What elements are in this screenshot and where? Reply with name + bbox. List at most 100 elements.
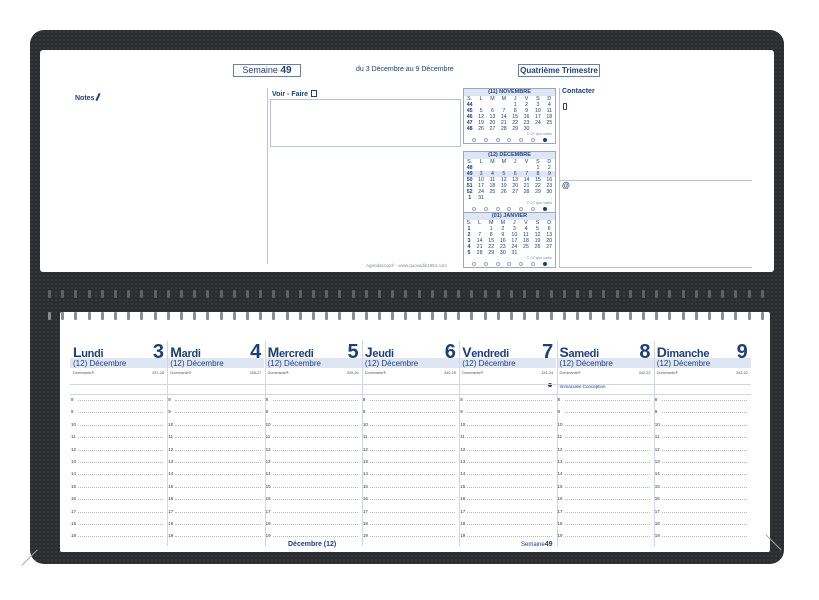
hour-label: 17 xyxy=(460,508,466,514)
hour-line xyxy=(661,524,748,525)
moon-phase-icon xyxy=(542,261,547,266)
calendar-day: 22 xyxy=(534,183,541,189)
day-name: Mardi xyxy=(170,344,201,360)
spiral-ring xyxy=(74,290,78,298)
day-of-year: 343-22 xyxy=(735,371,748,375)
spiral-ring xyxy=(219,312,223,320)
hour-line xyxy=(661,536,748,538)
spiral-ring xyxy=(562,290,566,298)
hour-line xyxy=(175,524,261,525)
hour-label: 10 xyxy=(168,421,174,427)
todo-box[interactable] xyxy=(270,99,461,147)
hour-label: 19 xyxy=(362,533,368,539)
calendar-day: 15 xyxy=(488,238,495,244)
spiral-ring xyxy=(417,290,421,298)
footer-week-label: Semaine xyxy=(521,542,545,548)
spiral-ring xyxy=(259,290,263,298)
hour-label: 17 xyxy=(265,508,271,514)
moon-phases xyxy=(464,261,555,267)
moon-phase-icon xyxy=(507,261,512,266)
calendar-day: 15 xyxy=(534,177,541,183)
hour-label: 16 xyxy=(71,496,77,502)
week-label: Semaine xyxy=(242,65,278,75)
spiral-ring xyxy=(536,312,540,320)
hour-line xyxy=(272,424,358,426)
spiral-ring xyxy=(61,290,65,298)
hour-label: 11 xyxy=(362,434,368,440)
day-month: (12) Décembre xyxy=(656,359,711,368)
weekday-header: S. xyxy=(467,96,473,102)
day-saint: Dominante® xyxy=(364,371,387,375)
day-saint: Dominante® xyxy=(267,371,289,375)
hour-line xyxy=(564,474,650,476)
day-name: Jeudi xyxy=(364,344,394,360)
weekday-header: S. xyxy=(467,159,473,165)
mini-calendar-title: (12) DÉCEMBRE xyxy=(464,152,555,159)
week-number: 4 xyxy=(467,244,471,250)
rule-line xyxy=(70,394,752,395)
mini-calendar-title: (01) JANVIER xyxy=(464,213,555,220)
day-of-year: 341-24 xyxy=(541,371,554,375)
calendar-day: 8 xyxy=(513,108,517,114)
hour-line xyxy=(467,524,553,525)
hour-label: 14 xyxy=(71,471,77,477)
spiral-ring xyxy=(153,312,157,320)
calendar-day: 5 xyxy=(479,108,483,114)
calendar-day: 26 xyxy=(478,126,485,132)
calendar-day: 13 xyxy=(489,114,496,120)
spiral-ring xyxy=(708,290,711,298)
spiral-ring xyxy=(734,312,738,320)
hour-line xyxy=(272,474,358,476)
hour-line xyxy=(78,536,164,538)
hour-label: 16 xyxy=(460,496,466,502)
spiral-ring xyxy=(193,290,197,298)
spiral-ring xyxy=(206,290,210,298)
day-month: (12) Décembre xyxy=(559,359,613,368)
calendar-day: 7 xyxy=(502,108,506,114)
hour-line xyxy=(369,511,456,513)
calendar-day: 6 xyxy=(490,108,494,114)
weekday-header: M xyxy=(490,96,495,102)
hour-line xyxy=(661,424,748,426)
calendar-day: 31 xyxy=(478,195,485,201)
hour-line xyxy=(272,437,358,439)
hour-line xyxy=(175,412,261,414)
email-icon: @ xyxy=(562,181,570,190)
calendar-day: 23 xyxy=(523,120,530,126)
day-number: 4 xyxy=(250,341,262,363)
spiral-ring xyxy=(206,312,210,320)
day-separator xyxy=(167,341,169,546)
calendar-day: 28 xyxy=(500,126,507,132)
hour-label: 9 xyxy=(362,409,366,415)
week-number: 47 xyxy=(466,120,473,126)
moon-phase-icon xyxy=(483,206,488,211)
spiral-ring xyxy=(87,290,91,298)
hour-label: 18 xyxy=(654,521,660,526)
calendar-day: 10 xyxy=(511,232,518,238)
spiral-ring xyxy=(272,312,276,320)
hour-line xyxy=(175,474,261,476)
hour-label: 8 xyxy=(265,397,269,402)
hour-label: 18 xyxy=(557,521,563,526)
hour-line xyxy=(78,424,164,426)
spiral-ring xyxy=(246,312,249,320)
spiral-ring xyxy=(496,312,500,320)
hour-label: 18 xyxy=(265,521,271,526)
weekday-header: M xyxy=(500,220,505,226)
spiral-ring xyxy=(457,312,461,320)
hour-line xyxy=(369,524,456,525)
hour-label: 9 xyxy=(265,409,269,415)
